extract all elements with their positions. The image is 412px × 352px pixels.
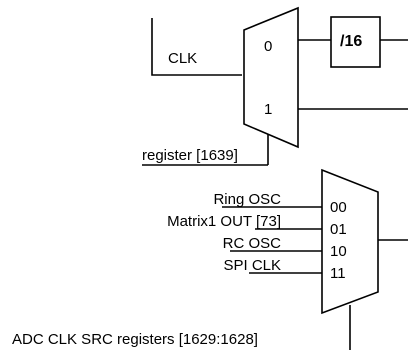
mux2-code-11: 11 <box>330 265 346 282</box>
mux2-code-10: 10 <box>330 243 347 260</box>
divider-label: /16 <box>340 33 362 50</box>
rc-osc-label: RC OSC <box>223 235 282 252</box>
mux-0-1 <box>243 6 299 149</box>
adc-clk-src-registers-label: ADC CLK SRC registers [1629:1628] <box>12 331 258 348</box>
register-1639-label: register [1639] <box>142 147 238 164</box>
clk-input-wire <box>151 18 242 76</box>
mux2-code-00: 00 <box>330 199 347 216</box>
divide-by-16-block <box>330 16 381 68</box>
mux-4-1 <box>321 168 379 315</box>
mux1-input1-label: 1 <box>264 101 272 118</box>
mux1-input0-label: 0 <box>264 38 272 55</box>
ring-osc-label: Ring OSC <box>213 191 281 208</box>
clk-label: CLK <box>168 50 197 67</box>
mux2-code-01: 01 <box>330 221 347 238</box>
spi-clk-label: SPI CLK <box>223 257 281 274</box>
matrix1-out-label: Matrix1 OUT [73] <box>167 213 281 230</box>
